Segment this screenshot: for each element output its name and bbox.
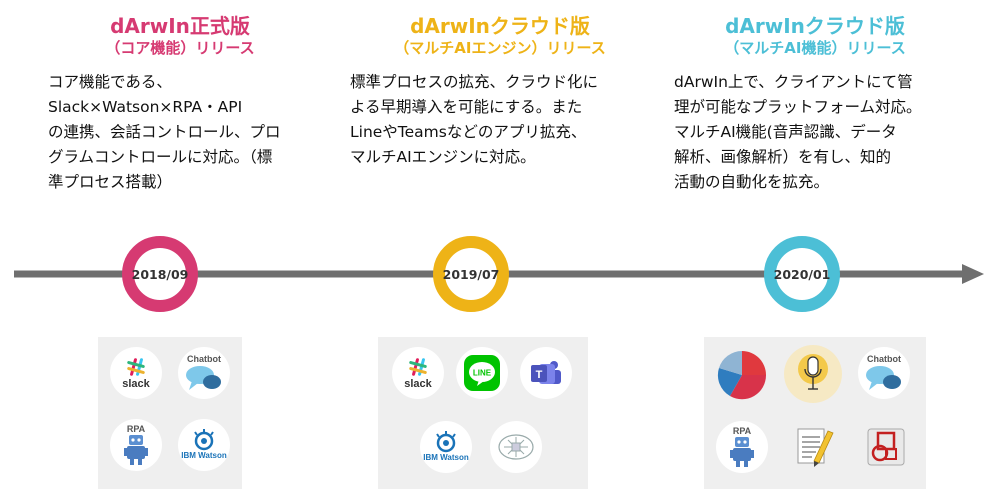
release-description-3: dArwIn上で、クライアントにて管 理が可能なプラットフォーム対応。 マルチA…	[674, 73, 922, 191]
release-header-1: dArwIn正式版 （コア機能）リリース	[60, 14, 300, 58]
teams-icon: T	[520, 347, 572, 399]
release-description-1: コア機能である、 Slack×Watson×RPA・API の連携、会話コントロ…	[48, 73, 281, 191]
release-title: dArwIn正式版	[110, 14, 250, 38]
date-label: 2018/09	[131, 266, 189, 282]
chatbot-label: Chatbot	[867, 354, 901, 364]
line-label: LINE	[473, 369, 492, 378]
release-subtitle: （コア機能）リリース	[105, 39, 255, 57]
rpa-label: RPA	[126, 424, 146, 434]
date-label: 2019/07	[442, 266, 500, 282]
icon-panel-2: slack LINE T IBM Watson	[378, 337, 588, 489]
slack-label: slack	[404, 378, 432, 390]
rpa-robot-icon: RPA	[716, 421, 768, 473]
date-node-2020-01: 2020/01	[764, 236, 840, 312]
line-icon: LINE	[456, 347, 508, 399]
slack-label: slack	[122, 378, 150, 390]
document-edit-icon	[788, 421, 840, 473]
release-title: dArwInクラウド版	[410, 14, 590, 38]
release-subtitle: （マルチAI機能）リリース	[724, 39, 906, 57]
svg-text:T: T	[536, 369, 543, 381]
release-title: dArwInクラウド版	[725, 14, 905, 38]
ibm-watson-icon: IBM Watson	[178, 419, 230, 471]
chatbot-icon: Chatbot	[178, 347, 230, 399]
ibm-watson-label: IBM Watson	[423, 453, 469, 462]
date-node-2019-07: 2019/07	[433, 236, 509, 312]
release-header-3: dArwInクラウド版 （マルチAI機能）リリース	[680, 14, 950, 58]
chatbot-label: Chatbot	[187, 354, 221, 364]
date-label: 2020/01	[773, 266, 831, 282]
image-analysis-icon	[860, 421, 912, 473]
release-description-2: 標準プロセスの拡充、クラウド化に よる早期導入を可能にする。また LineやTe…	[350, 73, 599, 166]
ibm-watson-icon: IBM Watson	[420, 421, 472, 473]
icon-panel-3: Chatbot RPA	[704, 337, 926, 489]
pie-chart-icon	[714, 347, 770, 403]
slack-icon: slack	[392, 347, 444, 399]
rpa-robot-icon: RPA	[110, 419, 162, 471]
rpa-label: RPA	[732, 426, 752, 436]
microsoft-ai-icon	[490, 421, 542, 473]
icon-panel-1: slack Chatbot RPA IBM Watson	[98, 337, 242, 489]
microphone-icon	[784, 345, 842, 403]
date-node-2018-09: 2018/09	[122, 236, 198, 312]
ibm-watson-label: IBM Watson	[181, 451, 227, 460]
release-header-2: dArwInクラウド版 （マルチAIエンジン）リリース	[350, 14, 650, 58]
slack-icon: slack	[110, 347, 162, 399]
chatbot-icon: Chatbot	[858, 347, 910, 399]
release-subtitle: （マルチAIエンジン）リリース	[394, 39, 606, 57]
